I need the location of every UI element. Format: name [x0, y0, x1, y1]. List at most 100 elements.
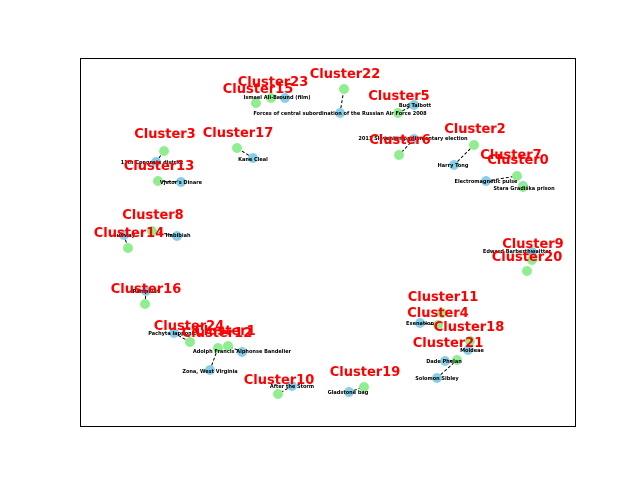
entity-label: Vjetor's Dinare: [160, 180, 203, 186]
entity-label: Zona, West Virginia: [182, 369, 237, 375]
entity-node: [415, 318, 425, 328]
cluster-label-cluster19: Cluster19: [330, 365, 401, 380]
entity-label: 2011 Slovenian parliamentary election: [358, 136, 468, 142]
cluster-node-cluster10: [273, 389, 283, 399]
edge-cluster6: [398, 138, 415, 156]
entity-label: Ismael Ali-Bround (film): [244, 95, 311, 101]
cluster-node-cluster5: [393, 108, 403, 118]
entity-node: [237, 347, 247, 357]
edge-cluster7: [485, 175, 518, 182]
entity-node: [432, 373, 442, 383]
cluster-node-cluster21: [452, 355, 462, 365]
entity-label: Bud Talbott: [399, 103, 432, 109]
entity-node: [335, 108, 345, 118]
entity-label: Harry Tong: [438, 163, 469, 169]
cluster-label-cluster21: Cluster21: [413, 336, 484, 351]
cluster-label-cluster22: Cluster22: [310, 67, 381, 82]
cluster-label-cluster20: Cluster20: [492, 250, 563, 265]
entity-node: [248, 153, 258, 163]
entity-node: [481, 176, 491, 186]
cluster-label-cluster23: Cluster23: [238, 75, 309, 90]
cluster-node-cluster17: [232, 143, 242, 153]
entity-label: Edward Barberthwaitter: [483, 249, 552, 255]
cluster-node-cluster9: [527, 255, 537, 265]
cluster-label-cluster16: Cluster16: [111, 282, 182, 297]
entity-node: [280, 93, 290, 103]
cluster-label-cluster3: Cluster3: [134, 127, 195, 142]
cluster-label-cluster9: Cluster9: [502, 237, 563, 252]
entity-node: [205, 365, 215, 375]
cluster-node-cluster23: [266, 93, 276, 103]
cluster-node-cluster20: [522, 266, 532, 276]
cluster-node-cluster14: [123, 243, 133, 253]
cluster-label-cluster12: Cluster12: [182, 326, 253, 341]
entity-label: Solomon Sibley: [415, 376, 459, 382]
cluster-node-cluster11: [437, 308, 447, 318]
plot-frame: [80, 58, 576, 427]
cluster-node-cluster2: [469, 140, 479, 150]
entity-node: [527, 247, 537, 257]
entity-label: Habibiah: [165, 233, 191, 239]
entity-node: [463, 345, 473, 355]
entity-node: [344, 387, 354, 397]
entity-label: Stara Gradiška prison: [493, 185, 555, 192]
edge-cluster12: [209, 347, 219, 371]
entity-node: [141, 286, 151, 296]
cluster-label-cluster15: Cluster15: [223, 82, 294, 97]
entity-node: [409, 134, 419, 144]
entity-node: [151, 157, 161, 167]
entity-node: [176, 177, 186, 187]
cluster-label-cluster0: Cluster0: [487, 153, 548, 168]
cluster-node-cluster1: [223, 341, 233, 351]
cluster-node-cluster16: [140, 299, 150, 309]
cluster-label-cluster2: Cluster2: [444, 122, 505, 137]
entity-label: 11th Congress district: [121, 160, 184, 166]
cluster-label-cluster24: Cluster24: [154, 319, 225, 334]
entity-node: [172, 231, 182, 241]
entity-label: After the Storm: [270, 384, 314, 390]
cluster-node-cluster12: [213, 343, 223, 353]
entity-label: Adolph Francis Alphonse Bandelier: [193, 349, 292, 355]
entity-node: [440, 356, 450, 366]
entity-label: Forces of central subordination of the R…: [253, 111, 427, 117]
cluster-label-cluster13: Cluster13: [124, 159, 195, 174]
cluster-label-cluster5: Cluster5: [368, 89, 429, 104]
entity-label: Exenation: [406, 321, 435, 327]
cluster-node-cluster13: [153, 176, 163, 186]
entity-label: Dade Phelan: [426, 359, 462, 365]
cluster-label-cluster8: Cluster8: [122, 208, 183, 223]
cluster-label-cluster11: Cluster11: [408, 290, 479, 305]
cluster-label-cluster10: Cluster10: [244, 373, 315, 388]
entity-label: Pachyta lapponica: [148, 331, 199, 337]
cluster-node-cluster19: [359, 382, 369, 392]
cluster-node-cluster0: [518, 182, 528, 192]
entity-node: [169, 328, 179, 338]
cluster-node-cluster4: [433, 320, 443, 330]
cluster-label-cluster6: Cluster6: [369, 133, 430, 148]
cluster-node-cluster22: [339, 84, 349, 94]
cluster-label-cluster7: Cluster7: [480, 148, 541, 163]
cluster-node-cluster18: [465, 336, 475, 346]
entity-label: Electromagnetic pulse: [455, 179, 519, 185]
entity-label: Pamphlet: [133, 289, 160, 295]
node-layer: [119, 84, 537, 399]
entity-node: [449, 160, 459, 170]
cluster-label-cluster18: Cluster18: [434, 320, 505, 335]
entity-label: Moldeae: [460, 348, 484, 354]
entity-node: [287, 381, 297, 391]
cluster-node-cluster8: [147, 226, 157, 236]
cluster-label-cluster14: Cluster14: [94, 226, 165, 241]
cluster-node-cluster7: [512, 171, 522, 181]
entity-node: [409, 100, 419, 110]
entity-label: Kane Cleal: [238, 157, 268, 163]
entity-label: Gladstone bag: [328, 390, 369, 396]
cluster-label-cluster4: Cluster4: [407, 306, 468, 321]
label-layer: Ismael Ali-Bround (film) Forces of centra…: [94, 67, 564, 396]
cluster-node-cluster3: [159, 146, 169, 156]
cluster-label-cluster17: Cluster17: [203, 126, 274, 141]
cluster-node-cluster15: [251, 98, 261, 108]
entity-label: Subway: [113, 233, 136, 239]
entity-node: [119, 230, 129, 240]
cluster-label-cluster1: Cluster1: [194, 324, 255, 339]
